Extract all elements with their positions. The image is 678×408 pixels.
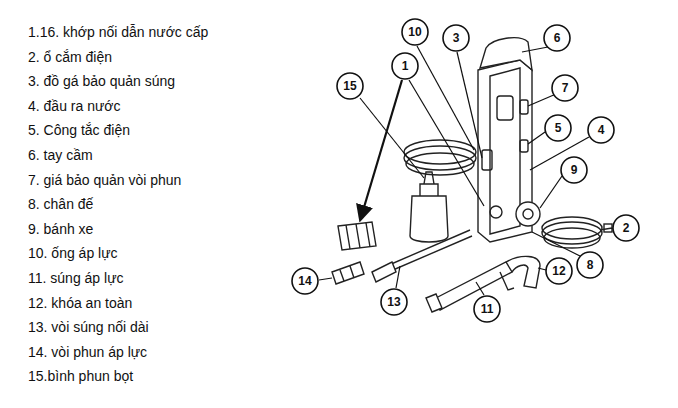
- callout-number: 5: [544, 114, 572, 142]
- callout-circle: 9: [560, 156, 588, 184]
- parts-list-item: 6. tay cầm: [28, 146, 93, 164]
- parts-list-item: 14. vòi phun áp lực: [28, 343, 147, 361]
- callout-ring: [392, 53, 418, 79]
- callout-ring: [588, 117, 614, 143]
- callout-circle: 11: [473, 295, 501, 323]
- parts-list-item: 8. chân đế: [28, 195, 93, 213]
- parts-list-item: 12. khóa an toàn: [28, 294, 132, 312]
- callout-circle: 6: [543, 24, 571, 52]
- callout-ring: [402, 19, 428, 45]
- callout-number: 10: [401, 18, 429, 46]
- parts-list-item: 5. Công tắc điện: [28, 121, 130, 139]
- parts-list-item: 13. vòi súng nối dài: [28, 318, 149, 336]
- parts-list-item: 4. đầu ra nước: [28, 97, 121, 115]
- callout-ring: [577, 252, 603, 278]
- callout-number: 13: [380, 288, 408, 316]
- callout-circle: 2: [612, 214, 640, 242]
- callout-circle: 10: [401, 18, 429, 46]
- callout-circle: 1: [391, 52, 419, 80]
- callout-ring: [474, 296, 500, 322]
- callout-ring: [292, 268, 318, 294]
- callout-ring: [545, 115, 571, 141]
- parts-list-item: 7. giá bảo quản vòi phun: [28, 171, 181, 189]
- callout-number: 4: [587, 116, 615, 144]
- parts-list-item: 3. đồ gá bảo quản súng: [28, 72, 175, 90]
- callout-number: 15: [336, 72, 364, 100]
- callout-number: 9: [560, 156, 588, 184]
- callout-number: 6: [543, 24, 571, 52]
- callout-ring: [613, 215, 639, 241]
- callout-number: 7: [551, 74, 579, 102]
- callout-circle: 15: [336, 72, 364, 100]
- callout-number: 14: [291, 267, 319, 295]
- callout-circle: 7: [551, 74, 579, 102]
- callout-circle: 12: [545, 257, 573, 285]
- parts-list-item: 10. ống áp lực: [28, 244, 118, 262]
- parts-list-item: 2. ổ cắm điện: [28, 48, 112, 66]
- callout-number: 2: [612, 214, 640, 242]
- callout-ring: [544, 25, 570, 51]
- leader-lines: [319, 46, 612, 295]
- callout-circle: 13: [380, 288, 408, 316]
- illustration-lines: [332, 38, 612, 312]
- callout-ring: [443, 25, 469, 51]
- callout-ring: [561, 157, 587, 183]
- callout-number: 3: [442, 24, 470, 52]
- pointer-arrow: [362, 80, 402, 214]
- callout-circle: 3: [442, 24, 470, 52]
- callout-ring: [381, 289, 407, 315]
- callout-circle: 4: [587, 116, 615, 144]
- parts-list-item: 9. bánh xe: [28, 220, 93, 238]
- callout-number: 11: [473, 295, 501, 323]
- callout-number: 1: [391, 52, 419, 80]
- callout-circle: 5: [544, 114, 572, 142]
- parts-list-item: 15.bình phun bọt: [28, 367, 133, 385]
- callout-circle: 14: [291, 267, 319, 295]
- callout-ring: [546, 258, 572, 284]
- callout-ring: [552, 75, 578, 101]
- parts-list-item: 1.16. khớp nối dẫn nước cấp: [28, 23, 208, 41]
- callout-ring: [337, 73, 363, 99]
- callout-number: 8: [576, 251, 604, 279]
- callout-circle: 8: [576, 251, 604, 279]
- callout-number: 12: [545, 257, 573, 285]
- parts-list-item: 11. súng áp lực: [28, 269, 124, 287]
